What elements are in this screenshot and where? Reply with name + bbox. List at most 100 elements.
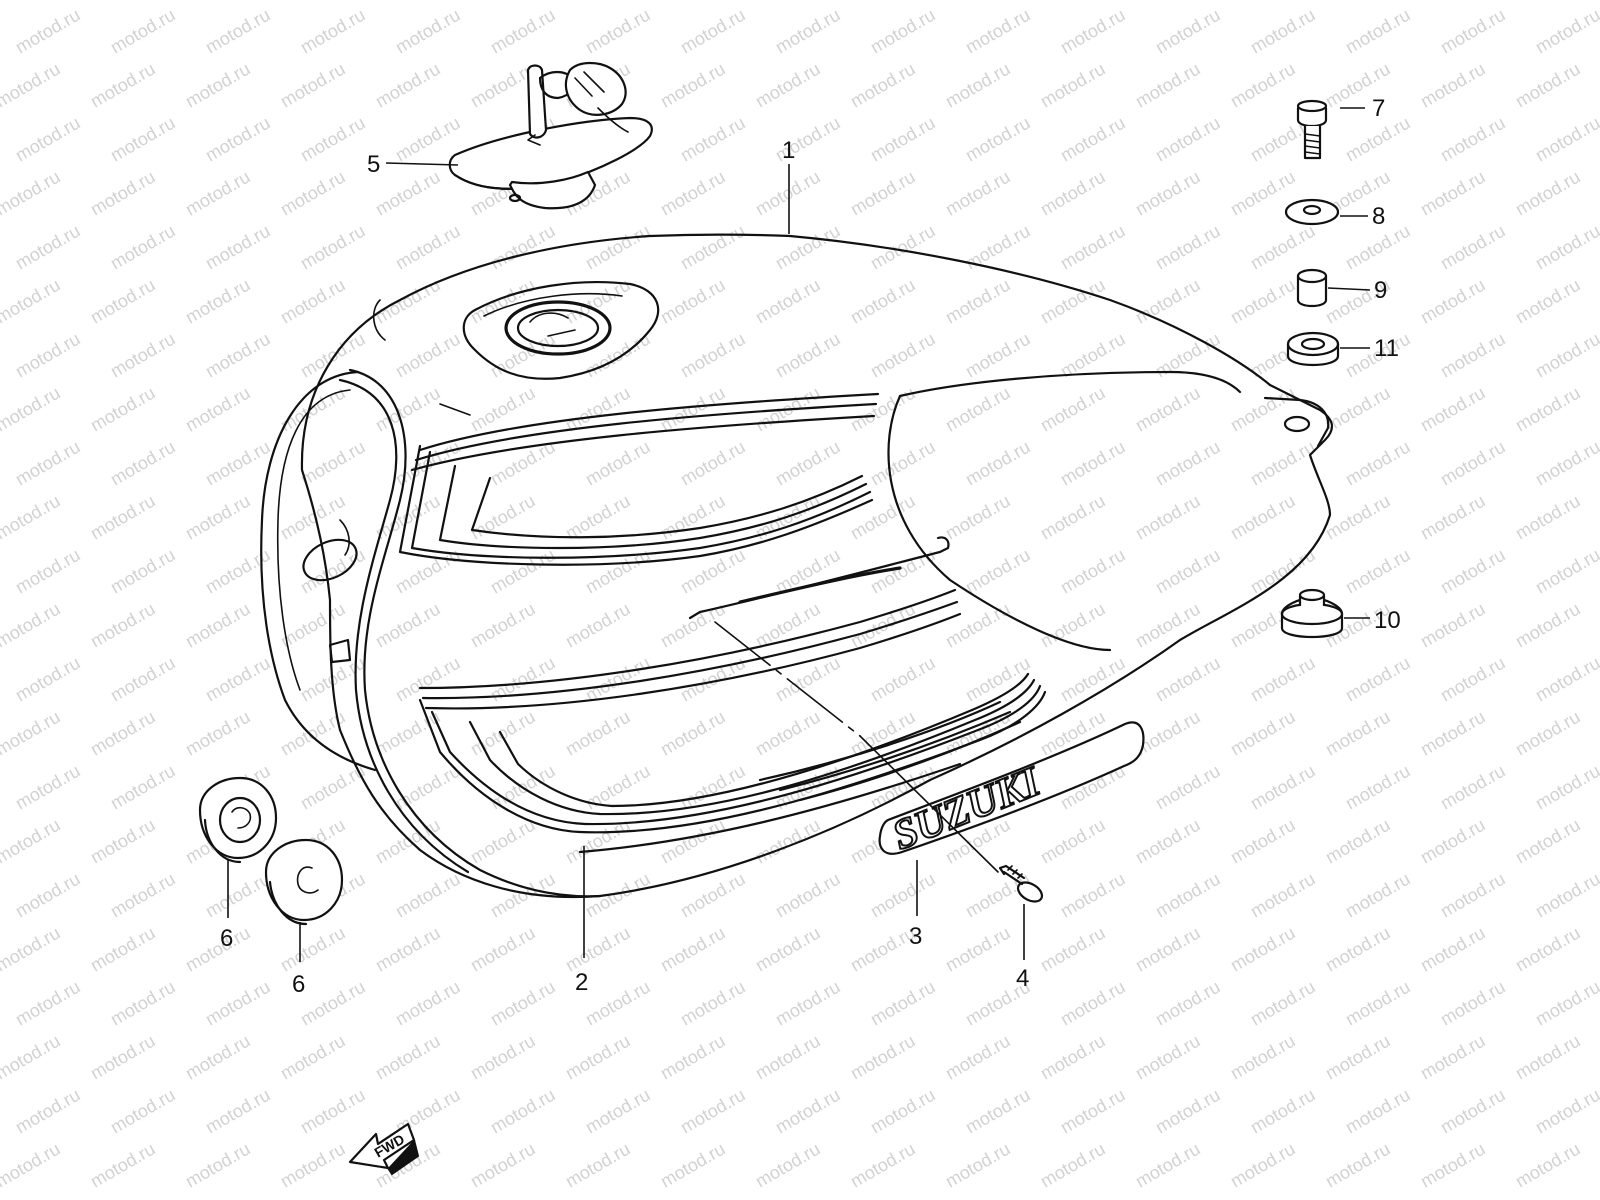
watermark-text: motod.ru <box>0 59 64 112</box>
washer <box>1284 198 1340 226</box>
watermark-text: motod.ru <box>182 707 254 760</box>
watermark-text: motod.ru <box>277 923 349 976</box>
watermark-text: motod.ru <box>0 1031 64 1084</box>
watermark-text: motod.ru <box>582 5 654 58</box>
watermark-text: motod.ru <box>1152 761 1224 814</box>
watermark-text: motod.ru <box>772 221 844 274</box>
watermark-text: motod.ru <box>202 977 274 1030</box>
watermark-text: motod.ru <box>12 545 84 598</box>
watermark-text: motod.ru <box>487 545 559 598</box>
watermark-text: motod.ru <box>1322 0 1394 3</box>
watermark-text: motod.ru <box>202 869 274 922</box>
watermark-text: motod.ru <box>1152 653 1224 706</box>
watermark-text: motod.ru <box>1342 5 1414 58</box>
watermark-text: motod.ru <box>1512 923 1584 976</box>
watermark-text: motod.ru <box>1037 275 1109 328</box>
watermark-text: motod.ru <box>1132 0 1204 3</box>
watermark-text: motod.ru <box>1057 977 1129 1030</box>
watermark-text: motod.ru <box>1532 5 1600 58</box>
watermark-text: motod.ru <box>107 545 179 598</box>
watermark-text: motod.ru <box>1227 923 1299 976</box>
watermark-text: motod.ru <box>1417 491 1489 544</box>
watermark-text: motod.ru <box>942 923 1014 976</box>
watermark-text: motod.ru <box>1342 1085 1414 1138</box>
watermark-text: motod.ru <box>12 113 84 166</box>
watermark-text: motod.ru <box>372 275 444 328</box>
callout-9: 9 <box>1374 277 1387 304</box>
watermark-text: motod.ru <box>297 221 369 274</box>
watermark-text: motod.ru <box>277 1031 349 1084</box>
watermark-text: motod.ru <box>1342 869 1414 922</box>
watermark-text: motod.ru <box>277 491 349 544</box>
watermark-text: motod.ru <box>657 167 729 220</box>
watermark-text: motod.ru <box>0 599 64 652</box>
watermark-text: motod.ru <box>1417 383 1489 436</box>
watermark-text: motod.ru <box>677 221 749 274</box>
watermark-text: motod.ru <box>1152 1085 1224 1138</box>
watermark-text: motod.ru <box>1322 923 1394 976</box>
rear-cushion <box>1280 588 1344 639</box>
watermark-text: motod.ru <box>867 5 939 58</box>
watermark-text: motod.ru <box>677 329 749 382</box>
watermark-text: motod.ru <box>0 707 64 760</box>
watermark-text: motod.ru <box>0 1139 64 1192</box>
watermark-text: motod.ru <box>657 275 729 328</box>
watermark-text: motod.ru <box>582 437 654 490</box>
watermark-text: motod.ru <box>942 491 1014 544</box>
watermark-text: motod.ru <box>752 923 824 976</box>
watermark-text: motod.ru <box>467 707 539 760</box>
watermark-text: motod.ru <box>1227 815 1299 868</box>
watermark-text: motod.ru <box>182 383 254 436</box>
watermark-text: motod.ru <box>1132 923 1204 976</box>
watermark-text: motod.ru <box>182 59 254 112</box>
watermark-text: motod.ru <box>562 707 634 760</box>
watermark-text: motod.ru <box>772 329 844 382</box>
watermark-text: motod.ru <box>1037 0 1109 3</box>
callout-4: 4 <box>1016 965 1029 992</box>
watermark-text: motod.ru <box>202 437 274 490</box>
watermark-text: motod.ru <box>87 1031 159 1084</box>
watermark-text: motod.ru <box>467 923 539 976</box>
watermark-text: motod.ru <box>677 113 749 166</box>
watermark-text: motod.ru <box>1342 653 1414 706</box>
watermark-text: motod.ru <box>277 0 349 3</box>
collar <box>1296 268 1328 308</box>
watermark-text: motod.ru <box>752 0 824 3</box>
watermark-text: motod.ru <box>1227 1031 1299 1084</box>
watermark-text: motod.ru <box>1132 167 1204 220</box>
watermark-text: motod.ru <box>12 329 84 382</box>
watermark-text: motod.ru <box>297 545 369 598</box>
watermark-text: motod.ru <box>487 5 559 58</box>
watermark-text: motod.ru <box>657 923 729 976</box>
watermark-text: motod.ru <box>1437 113 1509 166</box>
watermark-text: motod.ru <box>1532 437 1600 490</box>
callout-2: 2 <box>575 969 588 996</box>
watermark-text: motod.ru <box>87 815 159 868</box>
watermark-text: motod.ru <box>562 0 634 3</box>
watermark-text: motod.ru <box>1037 59 1109 112</box>
watermark-text: motod.ru <box>1417 0 1489 3</box>
watermark-text: motod.ru <box>962 5 1034 58</box>
watermark-text: motod.ru <box>582 545 654 598</box>
watermark-text: motod.ru <box>1322 815 1394 868</box>
watermark-text: motod.ru <box>677 437 749 490</box>
watermark-text: motod.ru <box>1437 653 1509 706</box>
watermark-text: motod.ru <box>87 383 159 436</box>
watermark-text: motod.ru <box>677 869 749 922</box>
watermark-text: motod.ru <box>1417 275 1489 328</box>
watermark-text: motod.ru <box>582 977 654 1030</box>
callout-6a: 6 <box>220 925 233 952</box>
watermark-text: motod.ru <box>12 1085 84 1138</box>
watermark-text: motod.ru <box>1512 707 1584 760</box>
watermark-text: motod.ru <box>1057 545 1129 598</box>
arrow-left-icon <box>348 1122 416 1170</box>
watermark-text: motod.ru <box>942 599 1014 652</box>
watermark-text: motod.ru <box>1227 59 1299 112</box>
watermark-text: motod.ru <box>202 221 274 274</box>
watermark-text: motod.ru <box>867 1085 939 1138</box>
watermark-text: motod.ru <box>752 59 824 112</box>
watermark-text: motod.ru <box>582 1085 654 1138</box>
watermark-text: motod.ru <box>12 5 84 58</box>
